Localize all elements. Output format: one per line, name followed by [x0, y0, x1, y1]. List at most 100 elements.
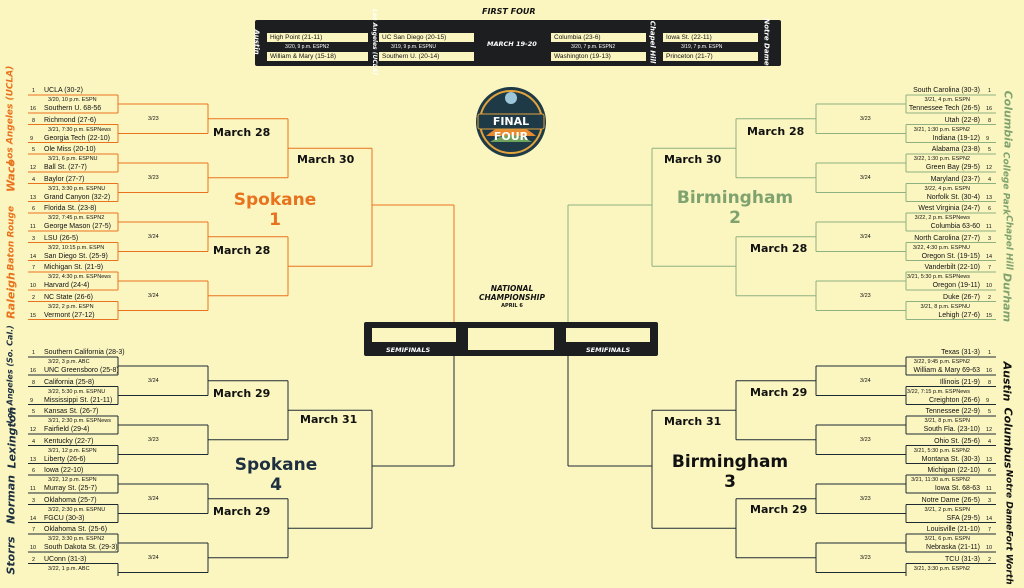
team-name[interactable]: UNC Greensboro (25-8) — [44, 367, 119, 374]
team-name[interactable]: Murray St. (25-7) — [44, 485, 97, 492]
game-meta: 3/22, 7:45 p.m. ESPN2 — [48, 215, 105, 221]
seed: 9 — [30, 397, 34, 404]
team-name[interactable]: Lehigh (27-6) — [938, 311, 980, 319]
team-name[interactable]: Indiana (19-12) — [932, 134, 980, 142]
ff-team[interactable]: Washington (19-13) — [551, 52, 646, 61]
team-name[interactable]: FGCU (30-3) — [44, 514, 85, 522]
team-name[interactable]: Florida St. (23-8) — [44, 205, 97, 212]
team-name[interactable]: Mississippi St. (21-11) — [44, 396, 113, 404]
team-name[interactable]: Fairfield (29-4) — [44, 426, 90, 433]
team-name[interactable]: Richmond (27-6) — [44, 116, 97, 124]
team-name[interactable]: Ohio St. (25-6) — [934, 437, 980, 445]
team-name[interactable]: Green Bay (29-5) — [925, 164, 980, 171]
team-name[interactable]: NC State (26-6) — [44, 293, 94, 301]
team-name[interactable]: Oregon (19-11) — [932, 282, 980, 289]
team-name[interactable]: South Carolina (30-3) — [913, 87, 980, 94]
team-name[interactable]: Norfolk St. (30-4) — [926, 193, 980, 201]
team-name[interactable]: Texas (31-3) — [941, 349, 980, 356]
ff-team[interactable]: Southern U. (20-14) — [379, 52, 474, 61]
national-championship-title: NATIONAL CHAMPIONSHIP — [479, 284, 545, 302]
game-date: 3/23 — [148, 116, 159, 122]
team-name[interactable]: Michigan St. (21-9) — [44, 264, 104, 271]
team-name[interactable]: Duke (26-7) — [943, 293, 980, 301]
seed: 2 — [988, 294, 992, 301]
team-name[interactable]: Oklahoma (25-7) — [44, 496, 97, 504]
team-name[interactable]: Montana St. (30-3) — [921, 455, 980, 463]
team-name[interactable]: William & Mary 69-63 — [913, 367, 980, 374]
round-label: March 30 — [297, 153, 355, 166]
game-date: 3/24 — [148, 234, 159, 240]
team-name[interactable]: Tennessee (22-9) — [925, 408, 980, 415]
game-meta: 3/21, 2 p.m. ESPN — [924, 506, 970, 513]
game-meta: 3/21, 4 p.m. ESPN — [924, 97, 970, 103]
team-name[interactable]: TCU (31-3) — [944, 555, 980, 563]
team-name[interactable]: Notre Dame (26-5) — [921, 496, 980, 504]
game-meta: 3/21, 5:30 p.m. ESPNews — [907, 274, 970, 280]
team-name[interactable]: SFA (29-5) — [946, 514, 980, 522]
ff-team[interactable]: UC San Diego (20-15) — [379, 33, 474, 42]
team-name[interactable]: Southern California (28-3) — [44, 349, 125, 356]
semifinal-slot-left[interactable] — [372, 328, 456, 342]
team-name[interactable]: LSU (26-5) — [44, 234, 79, 242]
team-name[interactable]: South Dakota St. (29-3) — [44, 544, 118, 551]
team-name[interactable]: Louisville (21-10) — [926, 526, 980, 533]
game-date: 3/24 — [148, 555, 159, 561]
team-name[interactable]: Kansas St. (26-7) — [44, 408, 99, 415]
team-name[interactable]: Liberty (26-6) — [44, 455, 86, 463]
championship-slot[interactable] — [468, 328, 554, 350]
team-name[interactable]: South Fla. (23-10) — [923, 426, 980, 433]
team-name[interactable]: Oklahoma St. (25-6) — [44, 526, 108, 533]
team-name[interactable]: North Carolina (27-7) — [914, 234, 980, 242]
team-name[interactable]: Nebraska (21-11) — [926, 544, 980, 551]
game-meta: 3/22, 1 p.m. ABC — [48, 565, 90, 572]
team-name[interactable]: West Virginia (24-7) — [918, 205, 980, 212]
team-name[interactable]: Michigan (22-10) — [927, 467, 980, 474]
region-number: 3 — [724, 472, 736, 492]
team-name[interactable]: Maryland (23-7) — [930, 175, 980, 183]
team-name[interactable]: Columbia 63-60 — [930, 223, 980, 230]
national-championship-date: APRIL 6 — [501, 303, 523, 309]
semifinal-slot-right[interactable] — [566, 328, 650, 342]
team-name[interactable]: Oregon St. (19-15) — [921, 252, 980, 260]
ff-team[interactable]: William & Mary (15-18) — [267, 52, 368, 61]
seed: 13 — [986, 456, 993, 463]
seed: 14 — [30, 515, 37, 522]
site-notre-dame: Notre Dame — [1003, 469, 1014, 531]
team-name[interactable]: UConn (31-3) — [44, 555, 87, 563]
team-name[interactable]: Utah (22-8) — [944, 116, 980, 124]
team-name[interactable]: Georgia Tech (22-10) — [44, 134, 111, 142]
team-name[interactable]: UCLA (30-2) — [44, 87, 83, 94]
team-name[interactable]: Iowa St. 68-63 — [934, 485, 980, 492]
region-name: Spokane — [234, 455, 318, 475]
ff-team[interactable]: Princeton (21-7) — [663, 52, 758, 61]
team-name[interactable]: Tennessee Tech (26-5) — [908, 105, 980, 112]
game-date: 3/23 — [860, 437, 871, 443]
seed: 3 — [988, 497, 992, 504]
team-name[interactable]: Baylor (27-7) — [44, 175, 85, 183]
team-name[interactable]: Vanderbilt (22-10) — [924, 264, 980, 271]
team-name[interactable]: Iowa (22-10) — [44, 467, 84, 474]
ff-team[interactable]: Iowa St. (22-11) — [663, 33, 758, 42]
team-name[interactable]: Alabama (23-8) — [931, 146, 980, 153]
ff-team[interactable]: High Point (21-11) — [267, 33, 368, 42]
seed: 4 — [32, 176, 36, 183]
team-name[interactable]: San Diego St. (25-9) — [44, 252, 108, 260]
team-name[interactable]: Ole Miss (20-10) — [44, 146, 96, 153]
team-name[interactable]: Creighton (26-6) — [929, 396, 980, 404]
team-name[interactable]: Illinois (21-9) — [939, 378, 980, 386]
region-birmingham-2: Birmingham 2 — [665, 188, 805, 228]
team-name[interactable]: California (25-8) — [44, 378, 95, 386]
team-name[interactable]: Grand Canyon (32-2) — [44, 193, 111, 201]
team-name[interactable]: George Mason (27-5) — [44, 223, 111, 230]
team-name[interactable]: Southern U. 68-56 — [44, 105, 102, 112]
team-name[interactable]: Kentucky (22-7) — [44, 437, 94, 445]
ff-team[interactable]: Columbia (23-6) — [551, 33, 646, 42]
team-name[interactable]: Vermont (27-12) — [44, 311, 95, 319]
game-meta: 3/22, 2 p.m. ESPN — [48, 303, 94, 310]
team-name[interactable]: Harvard (24-4) — [44, 282, 90, 289]
game-date: 3/23 — [148, 437, 159, 443]
game-meta: 3/21, 8 p.m. ESPNU — [920, 303, 970, 310]
round-label: March 29 — [750, 503, 808, 516]
seed: 2 — [32, 294, 36, 301]
team-name[interactable]: Ball St. (27-7) — [44, 164, 87, 171]
